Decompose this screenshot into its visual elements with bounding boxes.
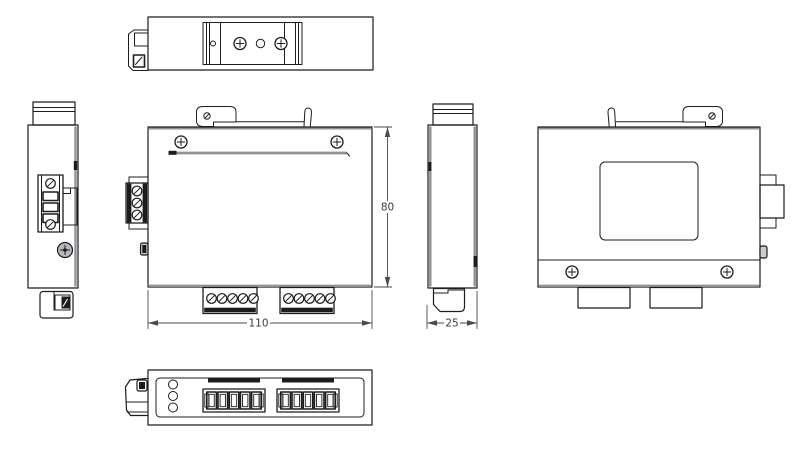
led-indicator — [168, 391, 178, 401]
terminal-screw-icon — [131, 209, 143, 221]
terminal-screw-icon — [131, 185, 143, 197]
ground-button — [139, 242, 149, 256]
mount-plate-top — [202, 22, 303, 65]
phillips-screw-icon — [565, 265, 579, 279]
din-rail-stub-top — [32, 101, 76, 126]
terminal-block-5pin — [280, 288, 335, 314]
terminal-screw-icon — [45, 219, 56, 230]
din-latch-left — [39, 290, 74, 319]
bottom-view — [124, 369, 373, 426]
enclosure-bottom — [147, 369, 373, 426]
label-window — [599, 161, 699, 241]
phillips-screw-icon — [233, 36, 247, 51]
width-dimension: 110 — [147, 290, 373, 330]
enclosure-back — [537, 126, 761, 288]
phillips-screw-icon — [330, 135, 344, 149]
mount-hole — [255, 38, 266, 49]
terminal-block-5pin-bottom — [277, 379, 339, 413]
din-clip-top — [128, 29, 149, 71]
din-latch-bottom — [124, 377, 148, 417]
din-latch-right — [432, 287, 466, 313]
phillips-screw-icon — [274, 36, 288, 51]
led-indicator — [168, 379, 178, 390]
din-rail-prong-icon — [607, 107, 616, 127]
phillips-screw-icon — [174, 135, 188, 149]
terminal-block-back — [649, 286, 703, 309]
depth-dimension: 25 — [426, 291, 478, 330]
back-view — [537, 106, 785, 309]
din-rail-stub-top — [432, 103, 474, 126]
pilot-hole — [210, 40, 216, 47]
phillips-screw-icon — [720, 265, 734, 279]
terminal-block-5pin — [203, 288, 258, 314]
din-rail-hook-icon — [682, 106, 723, 127]
enclosure-body — [27, 124, 79, 289]
terminal-screw-icon — [131, 197, 143, 209]
terminal-screw-icon — [45, 178, 56, 189]
din-rail-hook-icon — [196, 106, 237, 127]
height-dimension: 80 — [374, 126, 395, 288]
enclosure-front — [147, 126, 373, 288]
dim-label-width: 110 — [248, 318, 268, 330]
power-terminal-3pin-face — [37, 174, 78, 233]
right-side-view: 25 — [426, 103, 478, 330]
power-terminal-3pin-side-back — [759, 174, 785, 229]
ground-button — [759, 245, 768, 259]
dim-label-height: 80 — [381, 202, 394, 214]
din-rail-prong-icon — [303, 107, 313, 127]
front-view: 80 110 — [125, 106, 395, 330]
terminal-block-back — [577, 286, 631, 309]
top-view — [128, 16, 374, 71]
bottom-panel — [155, 377, 365, 418]
led-indicator — [168, 402, 178, 413]
panel-seam — [168, 150, 350, 157]
terminal-block-5pin-bottom — [203, 379, 265, 413]
dim-label-depth: 25 — [445, 318, 458, 330]
power-terminal-3pin-side — [125, 176, 149, 230]
left-side-view — [27, 101, 79, 319]
case-screw — [56, 241, 74, 259]
enclosure-body — [427, 124, 478, 289]
